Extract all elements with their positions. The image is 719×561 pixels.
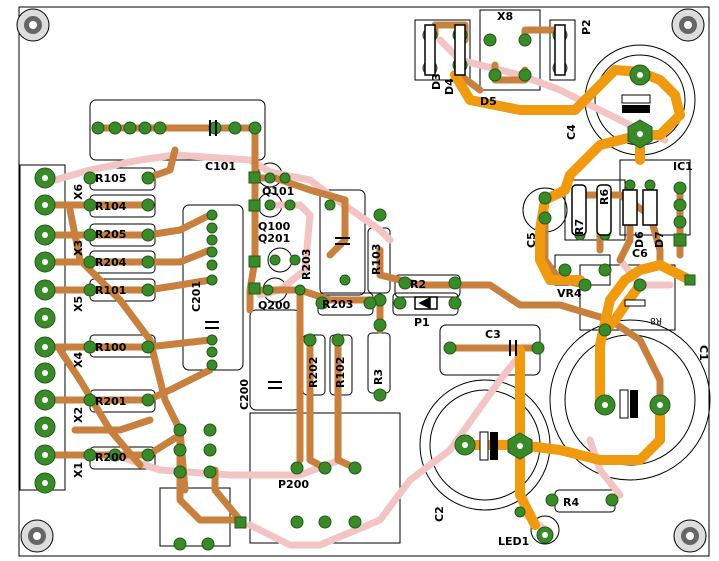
label-c2: C2 bbox=[433, 506, 446, 522]
label-p1: P1 bbox=[414, 316, 430, 329]
label-r205: R205 bbox=[95, 228, 126, 241]
label-c6: C6 bbox=[632, 247, 648, 260]
label-x4: X4 bbox=[72, 352, 85, 368]
label-r7: R7 bbox=[573, 219, 586, 235]
label-vr4: VR4 bbox=[557, 287, 582, 300]
label-x6: X6 bbox=[72, 184, 85, 200]
label-r204: R204 bbox=[95, 256, 127, 269]
pad-holes bbox=[42, 72, 663, 538]
label-p2: P2 bbox=[580, 19, 593, 35]
label-r103: R103 bbox=[370, 244, 383, 275]
label-c201: C201 bbox=[190, 281, 203, 312]
label-q101: Q101 bbox=[262, 185, 294, 198]
label-d7: D7 bbox=[653, 231, 666, 248]
label-q200: Q200 bbox=[258, 299, 291, 312]
label-c5: C5 bbox=[525, 232, 538, 248]
label-r203b: R203 bbox=[322, 298, 353, 311]
mounting-hole-tl bbox=[16, 8, 50, 42]
label-r201: R201 bbox=[95, 395, 126, 408]
label-q100: Q100 bbox=[258, 220, 291, 233]
label-c101: C101 bbox=[205, 160, 236, 173]
label-d5: D5 bbox=[480, 95, 497, 108]
elco-symbols bbox=[479, 94, 651, 461]
label-c1: C1 bbox=[697, 345, 710, 361]
label-r102: R102 bbox=[334, 357, 347, 388]
capacitor-symbols bbox=[205, 120, 517, 389]
label-r105: R105 bbox=[95, 172, 126, 185]
label-x1: X1 bbox=[72, 462, 85, 478]
label-d4: D4 bbox=[443, 78, 456, 95]
connector-x3 bbox=[34, 224, 56, 273]
label-r2: R2 bbox=[410, 278, 426, 291]
label-x8: X8 bbox=[497, 10, 513, 23]
label-c200: C200 bbox=[238, 379, 251, 410]
mounting-hole-tr bbox=[671, 8, 705, 42]
label-c3: C3 bbox=[485, 328, 501, 341]
label-q201: Q201 bbox=[258, 232, 290, 245]
label-r202: R202 bbox=[307, 357, 320, 388]
label-r100: R100 bbox=[95, 341, 127, 354]
label-x3: X3 bbox=[72, 240, 85, 256]
label-d3: D3 bbox=[430, 73, 443, 90]
mounting-hole-br bbox=[673, 519, 707, 553]
label-d6: D6 bbox=[633, 231, 646, 248]
label-ic1: IC1 bbox=[673, 160, 693, 173]
component-labels: X8 P2 D3 D4 D5 C4 IC1 C5 R7 R6 D6 D7 C6 … bbox=[72, 10, 710, 548]
diode-symbols bbox=[414, 24, 658, 310]
label-r6: R6 bbox=[598, 189, 611, 205]
label-r104: R104 bbox=[95, 200, 127, 213]
label-r8: R8 bbox=[650, 315, 662, 325]
label-x2: X2 bbox=[72, 407, 85, 423]
label-r3: R3 bbox=[372, 369, 385, 385]
label-r4: R4 bbox=[563, 496, 579, 509]
label-r203: R203 bbox=[300, 249, 313, 280]
mounting-hole-bl bbox=[20, 519, 54, 553]
label-c4: C4 bbox=[565, 124, 578, 140]
label-r200: R200 bbox=[95, 451, 127, 464]
label-x5: X5 bbox=[72, 296, 85, 312]
label-led1: LED1 bbox=[498, 535, 529, 548]
label-r101: R101 bbox=[95, 284, 126, 297]
label-p200: P200 bbox=[278, 478, 309, 491]
